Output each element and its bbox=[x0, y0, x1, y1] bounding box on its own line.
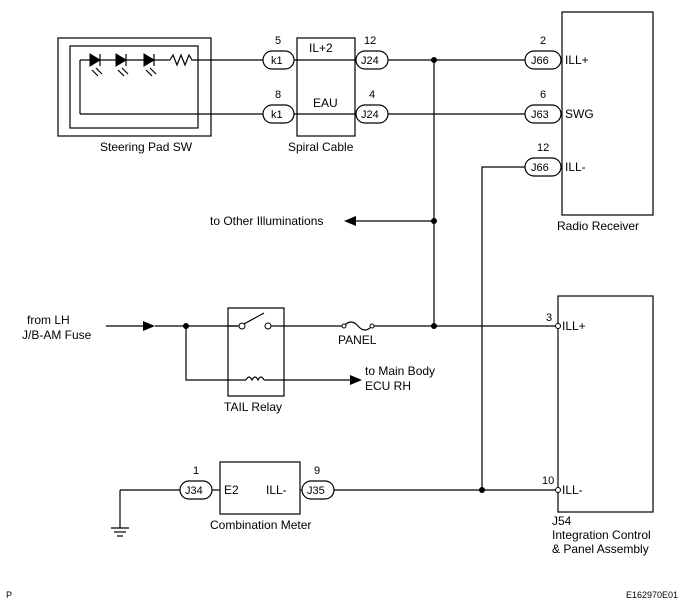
pin-j63: 6 bbox=[540, 89, 546, 101]
combination-meter-label: Combination Meter bbox=[210, 518, 311, 532]
pin-k1b: 8 bbox=[275, 89, 281, 101]
steering-pad-label: Steering Pad SW bbox=[100, 140, 193, 154]
panel-fuse-label: PANEL bbox=[338, 333, 377, 347]
ground-icon bbox=[111, 527, 129, 537]
ecu-rh-label: ECU RH bbox=[365, 379, 411, 393]
spiral-top-label: IL+2 bbox=[309, 41, 333, 55]
led-chain bbox=[79, 53, 211, 115]
footer-left: P bbox=[6, 590, 12, 600]
pin-j66a: 2 bbox=[540, 35, 546, 47]
wire-coil-feed bbox=[185, 326, 246, 381]
pin-j24a: 12 bbox=[364, 35, 376, 47]
connector-j66a: J66 2 bbox=[524, 35, 562, 70]
integ-pin-ill-plus: ILL+ bbox=[562, 319, 586, 333]
svg-text:J66: J66 bbox=[531, 162, 549, 174]
svg-text:J63: J63 bbox=[531, 109, 549, 121]
radio-receiver-box bbox=[561, 11, 654, 216]
pin-integ-bot: 10 bbox=[542, 475, 554, 487]
junction-ill-minus bbox=[479, 487, 485, 493]
pin-j66b: 12 bbox=[537, 142, 549, 154]
svg-text:k1: k1 bbox=[271, 109, 283, 121]
main-body-label: to Main Body bbox=[365, 364, 435, 378]
footer-right: E162970E01 bbox=[626, 590, 678, 600]
svg-text:J34: J34 bbox=[185, 485, 203, 497]
meter-pin-e2: E2 bbox=[224, 483, 239, 497]
arrow-main-body bbox=[350, 375, 362, 385]
to-other-illuminations-label: to Other Illuminations bbox=[210, 214, 323, 228]
pin-j34: 1 bbox=[193, 465, 199, 477]
connector-j35: J35 9 bbox=[301, 465, 335, 500]
integration-label-2: & Panel Assembly bbox=[552, 542, 649, 556]
connector-j63: J63 6 bbox=[524, 89, 562, 124]
panel-fuse-symbol bbox=[343, 321, 373, 331]
arrow-other-illum bbox=[344, 216, 356, 226]
tail-relay-box bbox=[227, 307, 285, 397]
connector-j34: J34 1 bbox=[179, 465, 213, 500]
pin-j35: 9 bbox=[314, 465, 320, 477]
from-lh-label: from LH bbox=[27, 313, 70, 327]
radio-receiver-label: Radio Receiver bbox=[557, 219, 639, 233]
tail-relay-label: TAIL Relay bbox=[224, 400, 282, 414]
spiral-cable-box bbox=[296, 37, 356, 137]
junction-top bbox=[431, 57, 437, 63]
relay-contact-right bbox=[264, 322, 272, 330]
relay-coil bbox=[245, 376, 265, 382]
radio-pin-ill-minus: ILL- bbox=[565, 160, 586, 174]
arrow-source-in bbox=[143, 321, 155, 331]
steering-pad-box bbox=[57, 37, 212, 137]
svg-text:J66: J66 bbox=[531, 55, 549, 67]
connector-j66b: J66 12 bbox=[524, 142, 562, 177]
spiral-cable-label: Spiral Cable bbox=[288, 140, 354, 154]
connector-j24b: J24 4 bbox=[355, 89, 389, 124]
pin-integ-top: 3 bbox=[546, 312, 552, 324]
svg-text:J24: J24 bbox=[361, 55, 379, 67]
relay-switch-arm bbox=[243, 312, 265, 325]
svg-text:k1: k1 bbox=[271, 55, 283, 67]
integ-pin-ill-minus: ILL- bbox=[562, 483, 583, 497]
pin-j24b: 4 bbox=[369, 89, 375, 101]
connector-j24a: J24 12 bbox=[355, 35, 389, 70]
combination-meter-box bbox=[219, 461, 301, 515]
wire-ill-minus-vertical bbox=[481, 166, 525, 490]
connector-k1a: k1 5 bbox=[262, 35, 295, 70]
jb-am-fuse-label: J/B-AM Fuse bbox=[22, 328, 92, 342]
radio-pin-swg: SWG bbox=[565, 107, 594, 121]
pin-k1a: 5 bbox=[275, 35, 281, 47]
connector-k1b: k1 8 bbox=[262, 89, 295, 124]
integration-label-1: Integration Control bbox=[552, 528, 651, 542]
svg-text:J24: J24 bbox=[361, 109, 379, 121]
svg-text:J35: J35 bbox=[307, 485, 325, 497]
spiral-bottom-label: EAU bbox=[313, 96, 338, 110]
integration-id: J54 bbox=[552, 514, 572, 528]
meter-pin-ill-minus: ILL- bbox=[266, 483, 287, 497]
radio-pin-ill-plus: ILL+ bbox=[565, 53, 589, 67]
integration-box bbox=[557, 295, 654, 513]
steering-pad-inner-box bbox=[69, 45, 199, 129]
